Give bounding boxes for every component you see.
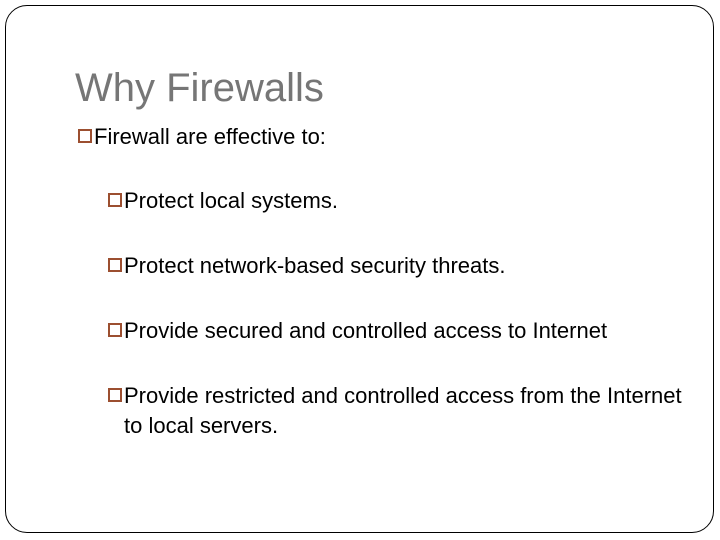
list-item-label: Protect network-based security threats. bbox=[124, 253, 506, 278]
hollow-square-bullet-icon bbox=[108, 323, 122, 337]
bullet-list: Firewall are effective to: Protect local… bbox=[6, 122, 715, 441]
slide-frame: Why Firewalls Firewall are effective to:… bbox=[5, 5, 714, 533]
hollow-square-bullet-icon bbox=[108, 193, 122, 207]
list-item: Protect local systems. bbox=[6, 186, 715, 216]
list-item-label: Provide restricted and controlled access… bbox=[124, 383, 682, 438]
spacer bbox=[6, 152, 715, 186]
list-item: Protect network-based security threats. bbox=[6, 251, 715, 281]
page-title: Why Firewalls bbox=[75, 66, 324, 110]
list-item-label: Protect local systems. bbox=[124, 188, 338, 213]
spacer bbox=[6, 216, 715, 251]
list-item: Provide secured and controlled access to… bbox=[6, 316, 715, 346]
spacer bbox=[6, 346, 715, 381]
spacer bbox=[6, 281, 715, 316]
list-item: Firewall are effective to: bbox=[6, 122, 715, 152]
hollow-square-bullet-icon bbox=[108, 258, 122, 272]
list-item-label: Provide secured and controlled access to… bbox=[124, 318, 608, 343]
list-item: Provide restricted and controlled access… bbox=[6, 381, 715, 441]
hollow-square-bullet-icon bbox=[78, 129, 92, 143]
hollow-square-bullet-icon bbox=[108, 388, 122, 402]
list-item-label: Firewall are effective to: bbox=[94, 124, 326, 149]
